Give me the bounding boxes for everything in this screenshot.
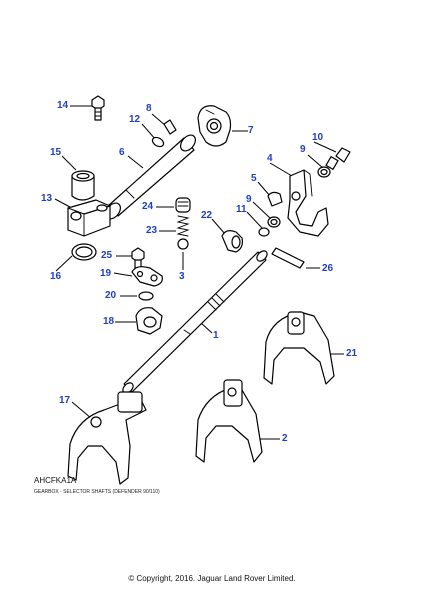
callout-22: 22 — [201, 210, 213, 221]
callout-14: 14 — [57, 100, 69, 111]
pin-26 — [271, 247, 305, 269]
callout-8: 8 — [146, 103, 152, 114]
selector-block-18 — [135, 307, 163, 335]
callout-3: 3 — [179, 271, 185, 282]
callout-9-lower: 9 — [246, 194, 252, 205]
selector-bracket-4 — [287, 169, 329, 237]
o-ring-20 — [138, 291, 154, 301]
callout-13: 13 — [41, 193, 53, 204]
callout-15: 15 — [50, 147, 62, 158]
sleeve-15 — [71, 170, 95, 201]
callout-20: 20 — [105, 290, 117, 301]
callout-9-upper: 9 — [300, 144, 306, 155]
bolt-10 — [325, 147, 351, 170]
interlock-22 — [221, 230, 243, 253]
callout-18: 18 — [103, 316, 115, 327]
plug-24 — [175, 197, 191, 213]
diagram-caption: GEARBOX - SELECTOR SHAFTS (DEFENDER 90/1… — [34, 489, 160, 495]
callout-23: 23 — [146, 225, 158, 236]
callout-25: 25 — [101, 250, 113, 261]
roll-pin-8 — [163, 119, 177, 135]
copyright-notice: © Copyright, 2016. Jaguar Land Rover Lim… — [128, 574, 296, 583]
leader-lines — [54, 105, 344, 440]
callout-10: 10 — [312, 132, 324, 143]
seal-16 — [71, 243, 97, 261]
callout-24: 24 — [142, 201, 154, 212]
plate-19 — [131, 266, 163, 287]
selector-bracket — [197, 105, 232, 147]
bolt-14 — [91, 95, 105, 121]
ball-3 — [177, 238, 189, 250]
callout-21: 21 — [346, 348, 358, 359]
housing-13 — [67, 199, 111, 237]
bush-5 — [267, 191, 283, 207]
washer-9-lower — [267, 216, 281, 228]
callout-5: 5 — [251, 173, 257, 184]
selector-fork-17 — [67, 391, 147, 485]
callout-26: 26 — [322, 263, 334, 274]
illustration-code: AHCFKA1A — [34, 476, 77, 485]
callout-11: 11 — [236, 204, 247, 215]
callout-2: 2 — [282, 433, 288, 444]
callout-19: 19 — [100, 268, 112, 279]
selector-fork-2 — [195, 379, 263, 463]
washer-11 — [258, 227, 270, 237]
spring-23 — [176, 215, 190, 237]
callout-12: 12 — [129, 114, 141, 125]
circlip-12 — [151, 136, 165, 148]
callout-7: 7 — [248, 125, 254, 136]
callout-4: 4 — [267, 153, 273, 164]
washer-9-upper — [317, 166, 331, 178]
callout-17: 17 — [59, 395, 71, 406]
callout-6: 6 — [119, 147, 125, 158]
bolt-25 — [131, 247, 145, 269]
selector-fork-21 — [263, 311, 335, 385]
callout-1: 1 — [213, 330, 219, 341]
callout-16: 16 — [50, 271, 62, 282]
selector-shaft-main — [122, 250, 268, 394]
